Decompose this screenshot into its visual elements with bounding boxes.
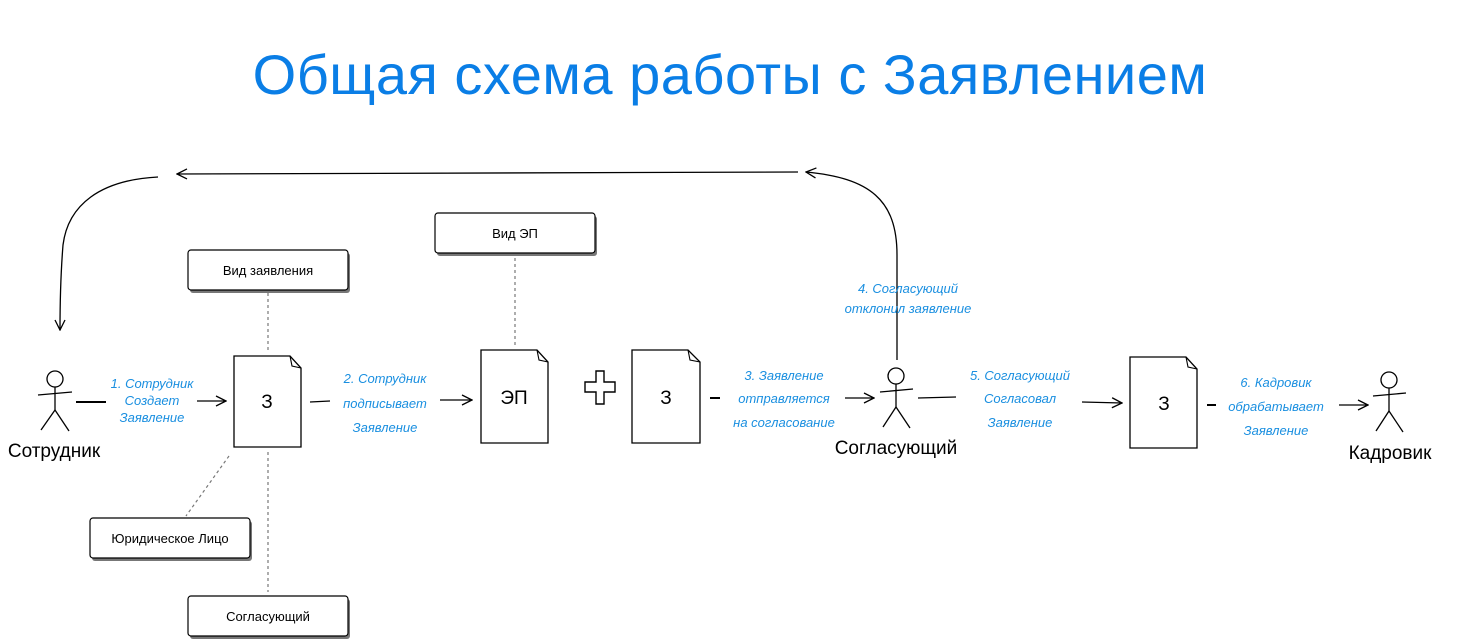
document-application-3: З	[1129, 356, 1198, 449]
step2-line1: 2. Сотрудник	[343, 371, 428, 386]
note-approver: Согласующий	[187, 595, 350, 639]
note-legal-entity-label: Юридическое Лицо	[111, 531, 228, 546]
step4-line1: 4. Согласующий	[858, 281, 958, 296]
document-signature: ЭП	[480, 349, 549, 444]
step3-line2: отправляется	[738, 391, 830, 406]
step3-line3: на согласование	[733, 415, 835, 430]
step5-line2: Согласовал	[984, 391, 1057, 406]
step2-line2: подписывает	[343, 396, 427, 411]
document-application-2: З	[631, 349, 701, 444]
step6-line2: обрабатывает	[1228, 399, 1324, 414]
plus-icon	[584, 370, 616, 405]
note-signature-type: Вид ЭП	[434, 212, 597, 256]
note-signature-type-label: Вид ЭП	[492, 226, 538, 241]
step6-line3: Заявление	[1244, 423, 1309, 438]
flow-arrows	[76, 397, 1368, 405]
actor-hr-label: Кадровик	[1349, 443, 1433, 464]
actor-approver	[879, 367, 914, 429]
note-legal-entity: Юридическое Лицо	[89, 517, 252, 561]
note-connectors	[185, 258, 516, 592]
step1-line3: Заявление	[120, 410, 185, 425]
return-loop-arrow	[60, 172, 898, 360]
document-application-3-label: З	[1158, 394, 1169, 415]
note-approver-label: Согласующий	[226, 609, 310, 624]
step4-line2: отклонил заявление	[845, 301, 972, 316]
step5-line1: 5. Согласующий	[970, 368, 1070, 383]
step2-line3: Заявление	[353, 420, 418, 435]
actor-hr	[1372, 371, 1407, 433]
actor-employee	[37, 370, 73, 432]
actor-approver-label: Согласующий	[835, 438, 958, 459]
note-application-type: Вид заявления	[187, 249, 350, 293]
document-application-1-label: З	[261, 392, 272, 413]
loop-up-segment	[806, 172, 898, 360]
loop-top-segment	[177, 172, 799, 174]
document-application-1: З	[233, 355, 302, 448]
note-application-type-label: Вид заявления	[223, 263, 313, 278]
step1-line1: 1. Сотрудник	[111, 376, 195, 391]
page-title: Общая схема работы с Заявлением	[252, 43, 1208, 106]
step6-line1: 6. Кадровик	[1240, 375, 1312, 390]
document-signature-label: ЭП	[500, 388, 527, 409]
step5-line3: Заявление	[988, 415, 1053, 430]
step1-line2: Создает	[125, 393, 180, 408]
actor-employee-label: Сотрудник	[8, 441, 101, 462]
loop-down-segment	[60, 176, 159, 330]
step3-line1: 3. Заявление	[744, 368, 823, 383]
document-application-2-label: З	[660, 388, 671, 409]
